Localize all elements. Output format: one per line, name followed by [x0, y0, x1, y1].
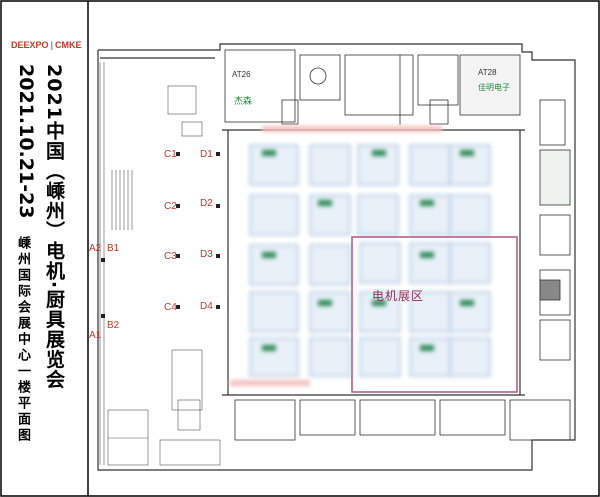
logo-separator: | — [50, 40, 54, 50]
entrance-label: C4 — [164, 302, 177, 313]
entrance-markers — [101, 152, 220, 318]
left-corridor — [99, 62, 221, 466]
entrance-label: B1 — [107, 243, 120, 254]
exhibition-dates: 2021.10.21-23 — [15, 64, 37, 219]
entrance-label: C3 — [164, 251, 177, 262]
motor-zone-boundary — [351, 236, 518, 393]
booth-red-strips — [230, 126, 442, 386]
expo-logo: DEEXPO|CMKE — [11, 40, 82, 50]
right-rooms — [234, 99, 571, 441]
booth-code-at28: AT28 — [478, 68, 497, 77]
entrance-label: A2 — [89, 243, 102, 254]
entrance-label: D2 — [200, 198, 213, 209]
booth-code-at26: AT26 — [232, 70, 251, 79]
entrance-label: D1 — [200, 149, 213, 160]
motor-zone-label: 电机展区 — [372, 289, 425, 303]
exhibition-title: 2021中国（嵊州）电机·厨具展览会 — [43, 64, 65, 390]
entrance-label: D4 — [200, 301, 213, 312]
entrance-label: D3 — [200, 249, 213, 260]
logo-left: DEEXPO — [11, 40, 49, 50]
entrance-label: B2 — [107, 320, 120, 331]
entrance-label: A1 — [89, 330, 102, 341]
entrance-label: C1 — [164, 149, 177, 160]
booth-name-at28: 佳明电子 — [478, 83, 510, 92]
logo-right: CMKE — [55, 40, 82, 50]
floor-plan-subtitle: 嵊州国际会展中心一楼平面图 — [15, 236, 30, 444]
entrance-label: C2 — [164, 201, 177, 212]
booth-accents — [262, 150, 474, 351]
booth-grid — [249, 144, 491, 377]
booth-name-at26: 杰森 — [234, 97, 253, 107]
top-rooms — [224, 49, 521, 125]
